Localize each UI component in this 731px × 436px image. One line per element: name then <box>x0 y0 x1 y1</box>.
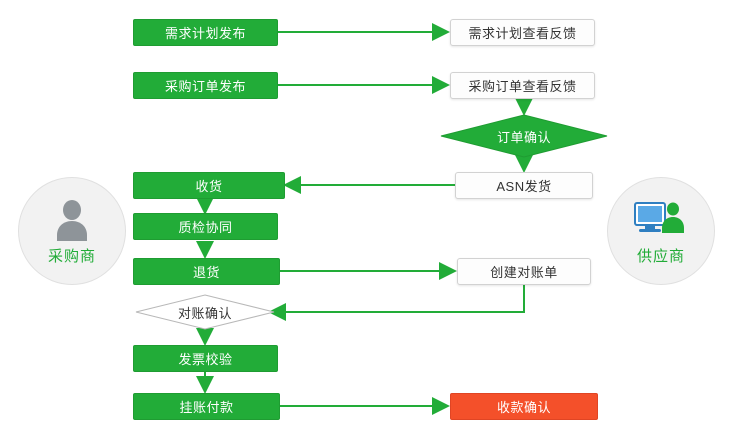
actor-buyer: 采购商 <box>18 177 126 285</box>
actor-buyer-label: 采购商 <box>47 247 96 265</box>
node-quality-inspection[interactable]: 质检协同 <box>133 213 278 240</box>
node-receive-goods[interactable]: 收货 <box>133 172 285 199</box>
node-statement-confirm[interactable]: 对账确认 <box>135 294 275 330</box>
actor-supplier-label: 供应商 <box>636 247 685 265</box>
node-demand-plan-publish[interactable]: 需求计划发布 <box>133 19 278 46</box>
person-computer-icon <box>633 197 689 241</box>
node-asn-shipment[interactable]: ASN发货 <box>455 172 593 199</box>
node-order-confirm[interactable]: 订单确认 <box>440 114 608 158</box>
node-payment-posting[interactable]: 挂账付款 <box>133 393 280 420</box>
actor-supplier: 供应商 <box>607 177 715 285</box>
node-payment-receipt-confirm[interactable]: 收款确认 <box>450 393 598 420</box>
node-order-confirm-label: 订单确认 <box>496 129 551 145</box>
node-demand-plan-review[interactable]: 需求计划查看反馈 <box>450 19 595 46</box>
node-return-goods[interactable]: 退货 <box>133 258 280 285</box>
node-create-statement[interactable]: 创建对账单 <box>457 258 591 285</box>
node-invoice-verification[interactable]: 发票校验 <box>133 345 278 372</box>
node-statement-confirm-label: 对账确认 <box>177 305 232 321</box>
person-icon <box>50 197 94 241</box>
node-purchase-order-publish[interactable]: 采购订单发布 <box>133 72 278 99</box>
node-purchase-order-review[interactable]: 采购订单查看反馈 <box>450 72 595 99</box>
